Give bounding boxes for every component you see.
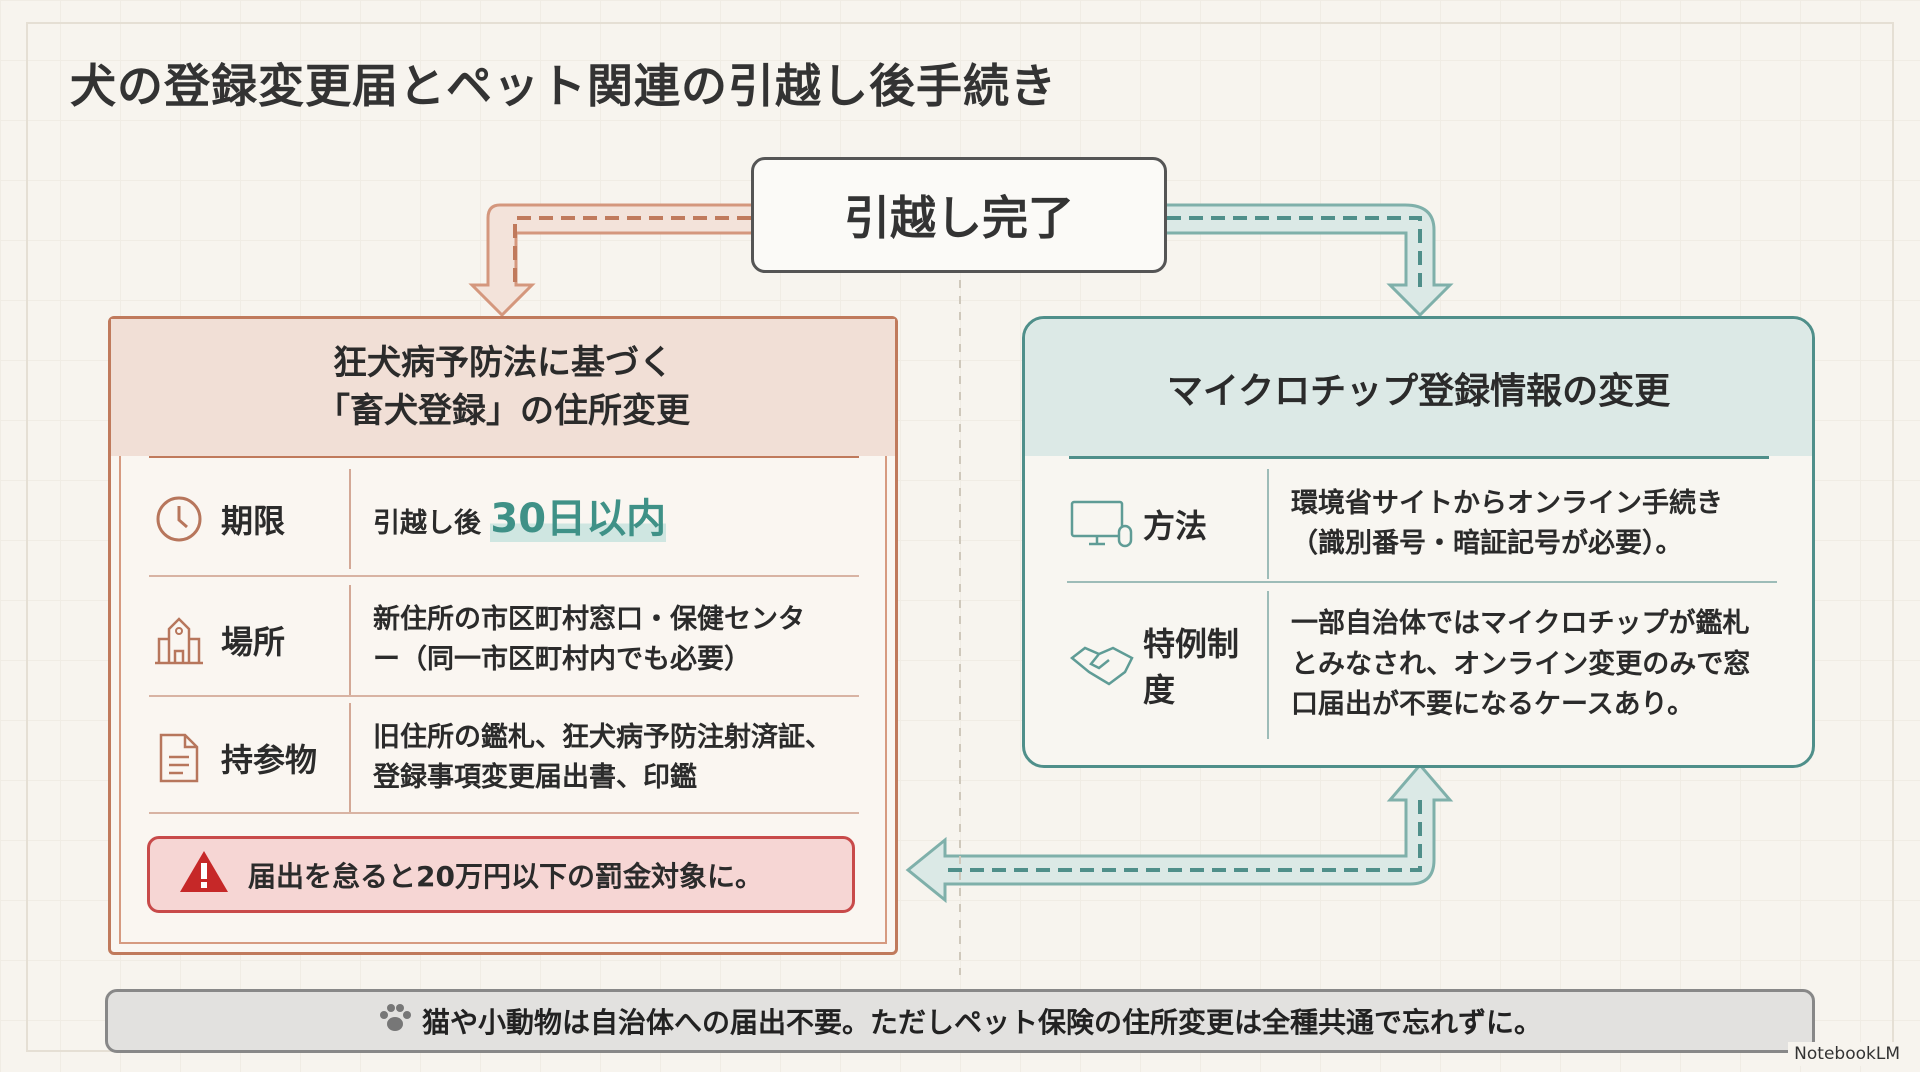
row-items: 持参物 旧住所の鑑札、狂犬病予防注射済証、登録事項変更届出書、印鑑 [149, 703, 859, 813]
footer-text: 猫や小動物は自治体への届出不要。ただしペット保険の住所変更は全種共通で忘れずに。 [421, 1006, 1542, 1039]
row-label: 方法 [1143, 507, 1208, 545]
row-label: 特例制度 [1143, 625, 1240, 709]
microchip-card: マイクロチップ登録情報の変更 方法 環境省サイトからオンライン手続き（識別番号・… [1022, 316, 1815, 768]
deadline-highlight: 30日以内 [490, 496, 667, 542]
title-line-2: 「畜犬登録」の住所変更 [316, 390, 690, 431]
handshake-icon [1067, 642, 1137, 688]
clock-icon [149, 494, 209, 544]
row-method: 方法 環境省サイトからオンライン手続き（識別番号・暗証記号が必要）。 [1067, 469, 1777, 579]
microchip-title: マイクロチップ登録情報の変更 [1025, 319, 1812, 456]
arrow-to-right-card [1167, 203, 1454, 318]
row-value: 旧住所の鑑札、狂犬病予防注射済証、登録事項変更届出書、印鑑 [373, 721, 832, 794]
row-value: 環境省サイトからオンライン手続き（識別番号・暗証記号が必要）。 [1291, 487, 1723, 560]
building-icon [149, 615, 209, 665]
computer-icon [1067, 498, 1137, 550]
footer-note: 猫や小動物は自治体への届出不要。ただしペット保険の住所変更は全種共通で忘れずに。 [105, 989, 1815, 1053]
penalty-warning: 届出を怠ると20万円以下の罰金対象に。 [147, 836, 855, 913]
arrow-back-to-left [905, 762, 1454, 904]
paw-icon [378, 1003, 412, 1040]
row-place: 場所 新住所の市区町村窓口・保健センター（同一市区町村内でも必要） [149, 585, 859, 695]
warning-icon [178, 848, 230, 901]
page-title: 犬の登録変更届とペット関連の引越し後手続き [70, 59, 1057, 113]
row-value: 一部自治体ではマイクロチップが鑑札とみなされ、オンライン変更のみで窓口届出が不要… [1291, 608, 1751, 721]
row-deadline: 期限 引越し後 30日以内 [149, 469, 859, 569]
row-value: 引越し後 30日以内 [373, 496, 667, 542]
arrow-to-left-card [468, 203, 751, 318]
row-value: 新住所の市区町村窓口・保健センター（同一市区町村内でも必要） [373, 603, 805, 676]
dog-registration-title: 狂犬病予防法に基づく「畜犬登録」の住所変更 [111, 319, 895, 456]
row-label: 場所 [221, 623, 286, 661]
warning-text: 届出を怠ると20万円以下の罰金対象に。 [248, 859, 763, 893]
row-special: 特例制度 一部自治体ではマイクロチップが鑑札とみなされ、オンライン変更のみで窓口… [1067, 591, 1777, 739]
row-label: 持参物 [221, 741, 318, 779]
notebooklm-logo: NotebookLM [1788, 1042, 1906, 1066]
move-complete-box: 引越し完了 [751, 157, 1167, 273]
document-icon [149, 731, 209, 785]
title-line-1: 狂犬病予防法に基づく [333, 342, 673, 383]
row-label: 期限 [221, 502, 286, 540]
